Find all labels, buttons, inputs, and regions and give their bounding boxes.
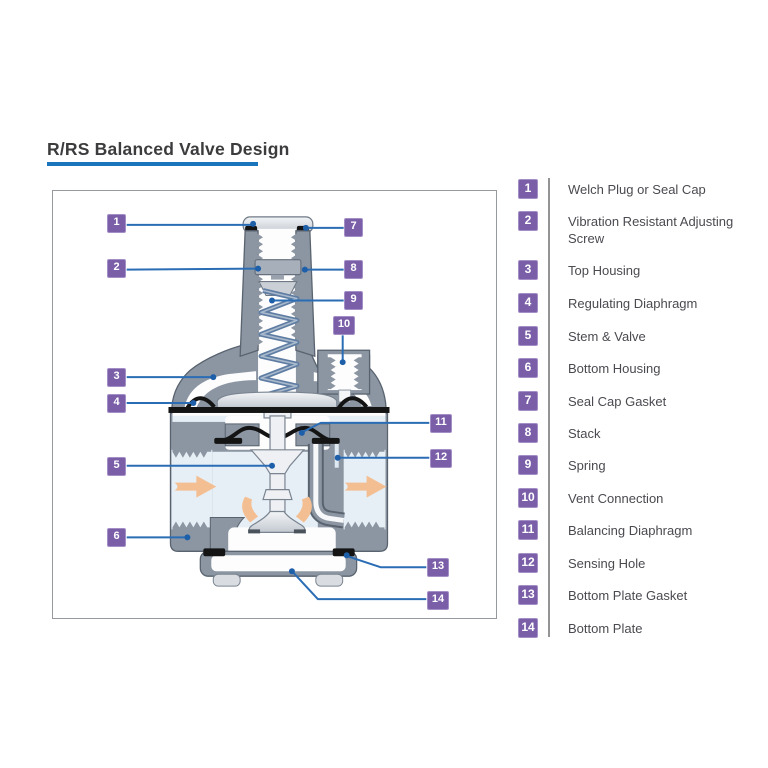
callout-dots <box>184 220 350 575</box>
legend-label: Vibration Resistant Adjusting Screw <box>568 214 734 246</box>
legend-item: 13 Bottom Plate Gasket <box>518 585 748 605</box>
legend-item: 9 Spring <box>518 455 748 475</box>
legend-item: 8 Stack <box>518 423 748 443</box>
callout-badge-10: 10 <box>333 316 355 335</box>
legend-label: Stack <box>568 426 601 441</box>
legend-label: Sensing Hole <box>568 556 646 571</box>
diagram-panel <box>52 190 497 619</box>
legend-badge: 10 <box>518 488 538 508</box>
callout-badge-4: 4 <box>107 394 126 413</box>
legend-badge: 8 <box>518 423 538 443</box>
legend-badge: 1 <box>518 179 538 199</box>
legend-item: 4 Regulating Diaphragm <box>518 293 748 313</box>
legend-item: 10 Vent Connection <box>518 488 748 508</box>
legend-label: Regulating Diaphragm <box>568 296 698 311</box>
legend-label: Welch Plug or Seal Cap <box>568 182 706 197</box>
legend-badge: 11 <box>518 520 538 540</box>
callout-badge-5: 5 <box>107 457 126 476</box>
legend-label: Spring <box>568 458 606 473</box>
legend-badge: 6 <box>518 358 538 378</box>
legend-badge: 4 <box>518 293 538 313</box>
legend-label: Seal Cap Gasket <box>568 394 667 409</box>
inlet-flow-arrow <box>174 475 217 498</box>
page-title: R/RS Balanced Valve Design <box>47 139 290 159</box>
valve-top-assembly <box>239 216 316 406</box>
foot <box>212 573 241 587</box>
legend-badge: 9 <box>518 455 538 475</box>
callout-badge-6: 6 <box>107 528 126 547</box>
callout-badge-1: 1 <box>107 214 126 233</box>
bottom-plate-gasket <box>203 548 226 557</box>
legend-label: Bottom Plate <box>568 621 643 636</box>
adjusting-screw <box>254 259 302 276</box>
legend-label: Bottom Housing <box>568 361 661 376</box>
callout-badge-9: 9 <box>344 291 363 310</box>
legend-item: 3 Top Housing <box>518 260 748 280</box>
regulating-diaphragm <box>168 391 390 413</box>
callout-lines <box>126 223 430 601</box>
legend-item: 1 Welch Plug or Seal Cap <box>518 179 748 199</box>
legend-item: 12 Sensing Hole <box>518 553 748 573</box>
legend-item: 5 Stem & Valve <box>518 326 748 346</box>
outlet-flow-arrow <box>344 475 387 498</box>
legend-divider <box>548 178 550 637</box>
legend-label: Balancing Diaphragm <box>568 523 693 538</box>
sensing-hole <box>334 437 339 468</box>
legend-badge: 7 <box>518 391 538 411</box>
legend-badge: 13 <box>518 585 538 605</box>
legend-label: Vent Connection <box>568 491 664 506</box>
legend-badge: 14 <box>518 618 538 638</box>
legend-item: 7 Seal Cap Gasket <box>518 391 748 411</box>
callout-badge-8: 8 <box>344 260 363 279</box>
seat-flow-arrow <box>242 496 259 523</box>
legend-badge: 5 <box>518 326 538 346</box>
flow-arrows <box>174 475 387 523</box>
legend-item: 2 Vibration Resistant Adjusting Screw <box>518 211 748 246</box>
stem-and-valve <box>248 409 306 534</box>
legend-badge: 2 <box>518 211 538 231</box>
legend-label: Bottom Plate Gasket <box>568 588 688 603</box>
callout-badge-12: 12 <box>430 449 452 468</box>
callout-badge-3: 3 <box>107 368 126 387</box>
callout-badge-11: 11 <box>430 414 452 433</box>
seat-flow-arrow <box>295 496 312 523</box>
callout-badge-14: 14 <box>427 591 449 610</box>
legend-label: Top Housing <box>568 263 641 278</box>
balance-passage <box>307 443 345 529</box>
title-underline <box>47 162 258 166</box>
legend-item: 14 Bottom Plate <box>518 618 748 638</box>
legend-badge: 12 <box>518 553 538 573</box>
diaphragm-plate <box>216 391 338 409</box>
legend-item: 11 Balancing Diaphragm <box>518 520 748 540</box>
valve-cross-section-diagram <box>126 216 430 601</box>
callout-badge-2: 2 <box>107 259 126 278</box>
legend-badge: 3 <box>518 260 538 280</box>
foot <box>315 573 344 587</box>
callout-badge-7: 7 <box>344 218 363 237</box>
legend-item: 6 Bottom Housing <box>518 358 748 378</box>
legend-label: Stem & Valve <box>568 329 646 344</box>
callout-badge-13: 13 <box>427 558 449 577</box>
